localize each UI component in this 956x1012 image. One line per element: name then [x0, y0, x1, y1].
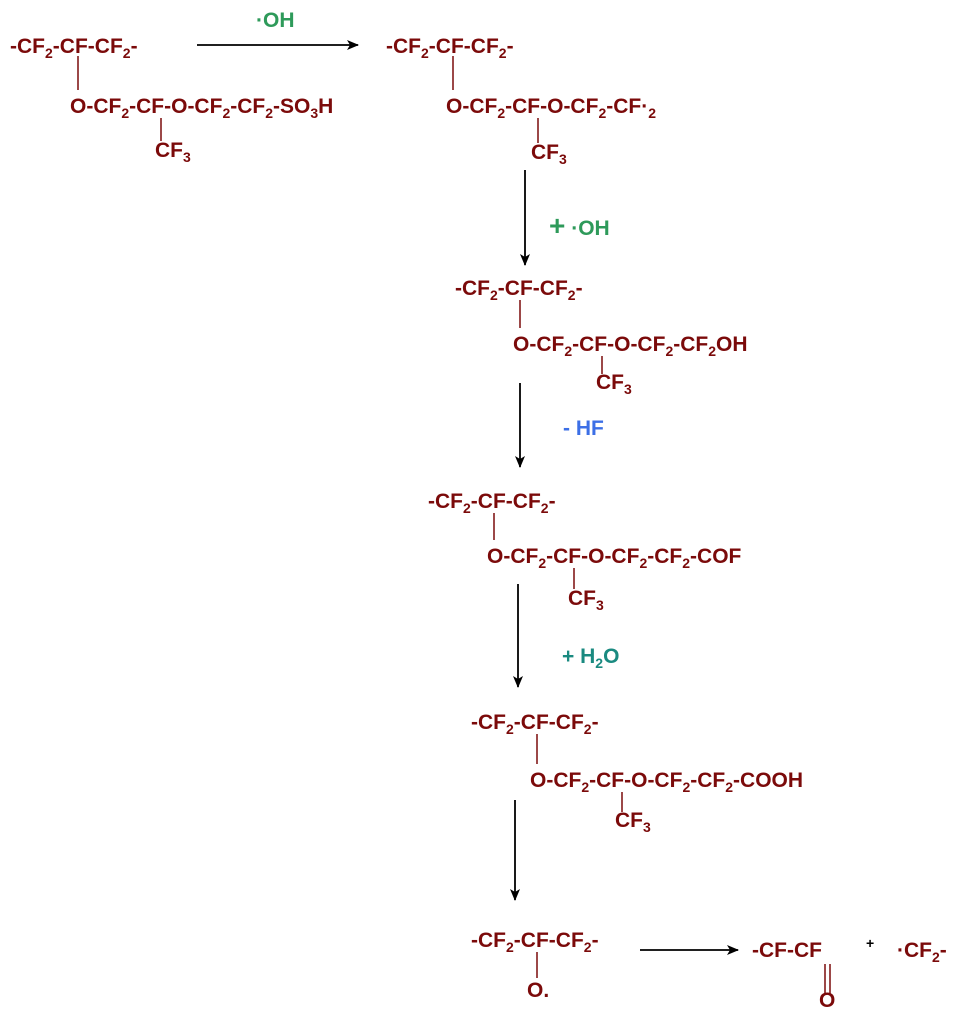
product-cf2-radical: ·CF2- [897, 939, 947, 965]
product-ketone-oxygen: O [819, 989, 836, 1012]
s2-cf3: CF3 [531, 141, 567, 167]
s3-backbone: -CF2-CF-CF2- [455, 277, 583, 303]
reagent-oh-radical: ·OH [256, 9, 295, 32]
reagent-minus-hf: - HF [563, 417, 604, 440]
s6-oxygen-radical: O. [527, 979, 550, 1002]
s1-backbone: -CF2-CF-CF2- [10, 35, 138, 61]
s5-side-chain: O-CF2-CF-O-CF2-CF2-COOH [530, 769, 804, 795]
reagent-plus-oh: + ·OH [549, 210, 610, 241]
product-plus: + [866, 935, 875, 951]
s4-cf3: CF3 [568, 587, 604, 613]
reagent-plus-water: + H2O [562, 645, 620, 671]
s4-backbone: -CF2-CF-CF2- [428, 490, 556, 516]
s1-cf3: CF3 [155, 139, 191, 165]
product-ketone: -CF-CF [752, 939, 822, 962]
s5-cf3: CF3 [615, 809, 651, 835]
s2-backbone: -CF2-CF-CF2- [386, 35, 514, 61]
s3-side-chain: O-CF2-CF-O-CF2-CF2OH [513, 333, 748, 359]
s2-side-chain: O-CF2-CF-O-CF2-CF·2 [446, 95, 657, 121]
s4-side-chain: O-CF2-CF-O-CF2-CF2-COF [487, 545, 742, 571]
s1-side-chain: O-CF2-CF-O-CF2-CF2-SO3H [70, 95, 334, 121]
s6-backbone: -CF2-CF-CF2- [471, 929, 599, 955]
s3-cf3: CF3 [596, 371, 632, 397]
s5-backbone: -CF2-CF-CF2- [471, 711, 599, 737]
